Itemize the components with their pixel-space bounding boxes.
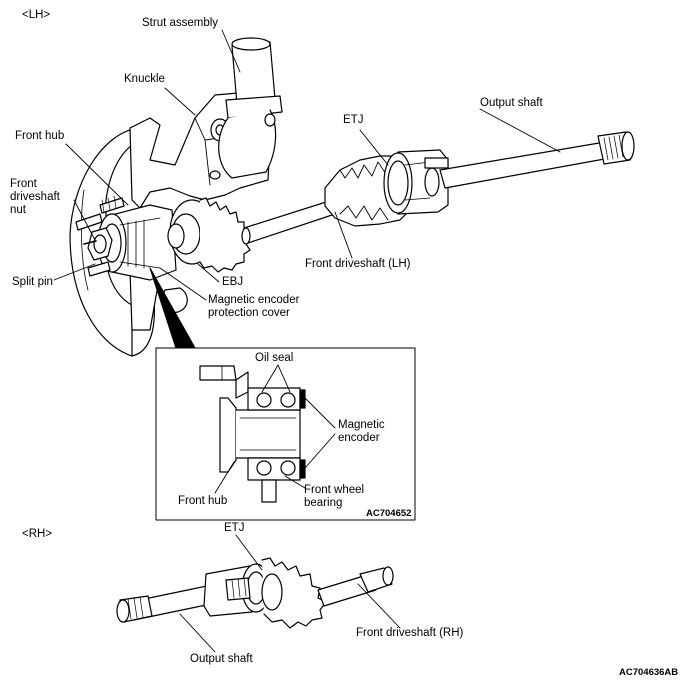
- output-shaft-lh: [439, 131, 635, 189]
- label-strut-assembly: Strut assembly: [142, 17, 219, 29]
- label-output-shaft-rh: Output shaft: [190, 653, 253, 665]
- label-etj-rh: ETJ: [224, 522, 245, 534]
- section-label-lh: <LH>: [22, 9, 51, 21]
- detail-callout-wedge: [149, 267, 196, 349]
- ebj-joint: [167, 197, 251, 273]
- wheel-studs: [75, 195, 125, 277]
- front-driveshaft-rh-shaft: [317, 566, 394, 607]
- figure-code: AC704636AB: [619, 667, 679, 678]
- inset-hub-section: [199, 365, 306, 503]
- leader-lines-lh: [53, 29, 561, 301]
- label-front-driveshaft-nut: Front driveshaft nut: [10, 178, 60, 216]
- label-front-driveshaft-rh: Front driveshaft (RH): [356, 627, 464, 639]
- inset-label-magnetic-encoder: Magnetic encoder: [338, 419, 385, 444]
- inset-label-front-hub: Front hub: [178, 495, 228, 507]
- label-etj-lh: ETJ: [343, 114, 364, 126]
- leader-lines-inset: [214, 364, 336, 494]
- label-split-pin: Split pin: [12, 276, 53, 288]
- etj-joint-lh: [324, 149, 449, 227]
- inset-label-front-wheel-bearing: Front wheel bearing: [304, 484, 365, 509]
- label-knuckle: Knuckle: [124, 73, 165, 85]
- strut-assembly: [218, 37, 283, 179]
- driveshaft-nut: [83, 227, 113, 261]
- label-magnetic-encoder-protection-cover: Magnetic encoder protection cover: [208, 294, 300, 319]
- inset-figure-code: AC704652: [366, 508, 412, 519]
- label-ebj: EBJ: [222, 276, 244, 288]
- label-output-shaft-lh: Output shaft: [480, 97, 543, 109]
- inset-label-oil-seal: Oil seal: [255, 352, 294, 364]
- etj-joint-rh: [203, 557, 327, 629]
- section-label-rh: <RH>: [22, 528, 53, 540]
- leader-lines-rh: [179, 534, 401, 653]
- label-front-driveshaft-lh: Front driveshaft (LH): [305, 258, 411, 270]
- label-front-hub: Front hub: [15, 130, 65, 142]
